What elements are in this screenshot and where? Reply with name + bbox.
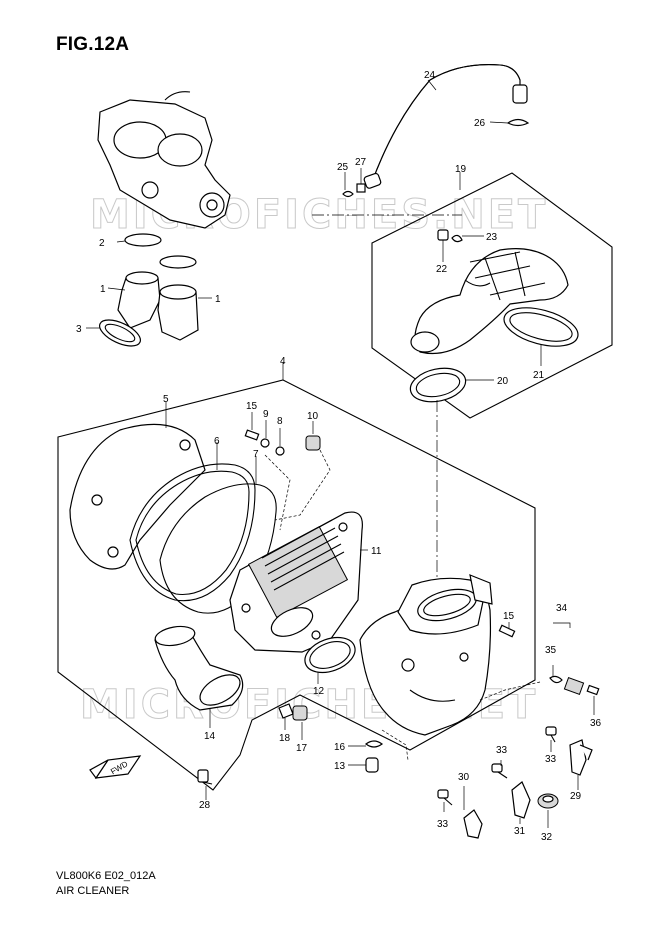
gasket-6 bbox=[129, 442, 256, 602]
callout-15b: 15 bbox=[503, 611, 515, 622]
callout-18: 18 bbox=[279, 733, 291, 744]
callout-3: 3 bbox=[76, 324, 82, 335]
drain-plug-13-16 bbox=[348, 740, 384, 773]
callout-31: 31 bbox=[514, 826, 526, 837]
callout-5: 5 bbox=[163, 394, 169, 405]
screw-15-right bbox=[498, 622, 516, 638]
breather-hose bbox=[363, 64, 528, 189]
small-fasteners-top bbox=[244, 412, 321, 456]
callout-21: 21 bbox=[533, 370, 545, 381]
callout-36: 36 bbox=[590, 718, 602, 729]
leader-34-dash bbox=[479, 681, 541, 701]
bracket-31 bbox=[491, 760, 531, 824]
callout-22: 22 bbox=[436, 264, 448, 275]
seal-ring-12 bbox=[304, 636, 356, 684]
callout-33c: 33 bbox=[437, 819, 449, 830]
fwd-arrow: FWD bbox=[89, 755, 142, 780]
diagram-code: VL800K6 E02_012A bbox=[56, 870, 156, 882]
main-assembly-outline-4 bbox=[57, 379, 536, 791]
gasket-7 bbox=[159, 456, 277, 614]
grommets-17-18 bbox=[278, 703, 308, 740]
throttle-body bbox=[97, 91, 231, 229]
figure-title: FIG.12A bbox=[56, 34, 130, 55]
callout-7: 7 bbox=[253, 449, 259, 460]
callout-33a: 33 bbox=[496, 745, 508, 756]
callout-13: 13 bbox=[334, 761, 346, 772]
outer-cover-5 bbox=[69, 402, 206, 570]
bracket-34-36 bbox=[549, 622, 600, 715]
callout-16: 16 bbox=[334, 742, 346, 753]
callout-17: 17 bbox=[296, 743, 308, 754]
callout-20: 20 bbox=[497, 376, 509, 387]
diagram-name: AIR CLEANER bbox=[56, 885, 130, 897]
callout-34: 34 bbox=[556, 603, 568, 614]
callout-23: 23 bbox=[486, 232, 498, 243]
leader-10-dash bbox=[274, 449, 331, 521]
callout-24: 24 bbox=[424, 70, 436, 81]
small-clips-25-27 bbox=[342, 168, 366, 198]
air-cleaner-duct bbox=[410, 248, 569, 355]
hose-clip-26 bbox=[489, 118, 530, 127]
hose-clamps bbox=[116, 233, 197, 269]
callout-6: 6 bbox=[214, 436, 220, 447]
callout-29: 29 bbox=[570, 791, 582, 802]
intake-gasket bbox=[86, 319, 141, 347]
callout-30: 30 bbox=[458, 772, 470, 783]
callout-2: 2 bbox=[99, 238, 105, 249]
callout-4: 4 bbox=[280, 356, 286, 367]
callout-15a: 15 bbox=[246, 401, 258, 412]
intake-duct-14 bbox=[154, 625, 244, 728]
bracket-29 bbox=[545, 726, 593, 790]
callout-35: 35 bbox=[545, 645, 557, 656]
air-cleaner-housing bbox=[359, 574, 493, 736]
bracket-30-33 bbox=[437, 786, 483, 839]
callout-14: 14 bbox=[204, 731, 216, 742]
clamp-ring-21 bbox=[503, 307, 579, 366]
callout-1b: 1 bbox=[215, 294, 221, 305]
callout-28: 28 bbox=[199, 800, 211, 811]
callout-19: 19 bbox=[455, 164, 467, 175]
callout-25: 25 bbox=[337, 162, 349, 173]
callout-27: 27 bbox=[355, 157, 367, 168]
callout-8: 8 bbox=[277, 416, 283, 427]
collar-32 bbox=[537, 793, 559, 828]
bolt-28 bbox=[197, 769, 213, 800]
callout-12: 12 bbox=[313, 686, 325, 697]
callout-32: 32 bbox=[541, 832, 553, 843]
callout-33b: 33 bbox=[545, 754, 557, 765]
callout-9: 9 bbox=[263, 409, 269, 420]
callout-11: 11 bbox=[371, 546, 382, 557]
callout-10: 10 bbox=[307, 411, 319, 422]
leader-9-dash bbox=[264, 454, 291, 531]
clamp-22-23 bbox=[437, 229, 484, 262]
leader-16-dash bbox=[381, 729, 409, 761]
filter-element-11 bbox=[229, 511, 368, 653]
callout-26: 26 bbox=[474, 118, 486, 129]
callout-1a: 1 bbox=[100, 284, 106, 295]
sub-assembly-outline-19 bbox=[371, 172, 613, 419]
seal-20 bbox=[409, 367, 494, 403]
intake-pipes bbox=[107, 271, 212, 341]
